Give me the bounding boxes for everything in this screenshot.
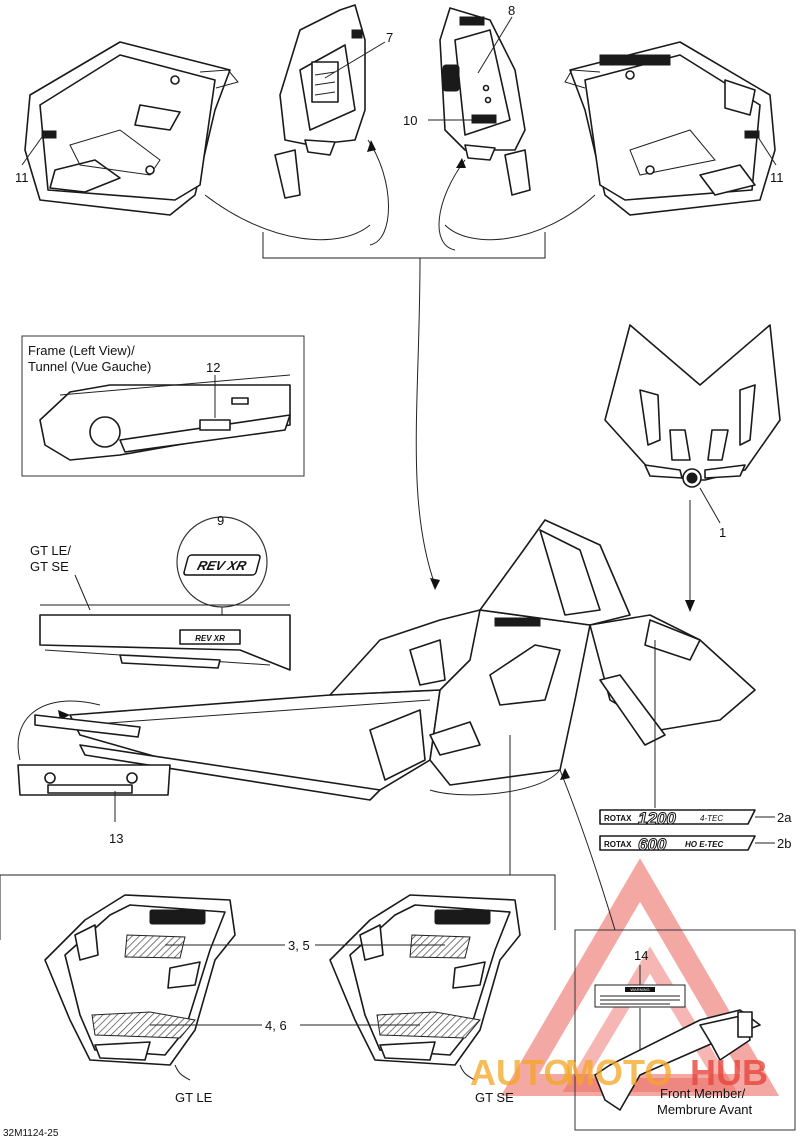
callout-4-6: 4, 6: [265, 1018, 287, 1033]
right-side-panel: [564, 41, 776, 216]
callout-9: 9: [217, 513, 224, 528]
rev-xr-decal-text: REV XR: [196, 558, 249, 573]
frame-left-view-box: Frame (Left View)/ Tunnel (Vue Gauche) 1…: [21, 335, 305, 477]
front-member-box: 14 WARNING: [574, 929, 796, 1131]
gt-se-side-panel: [329, 894, 521, 1066]
callout-8: 8: [508, 3, 515, 18]
left-inner-panel: [274, 4, 366, 199]
hood-panel: [604, 324, 781, 488]
rotax-1200-brand: ROTAX: [604, 814, 632, 823]
callout-13: 13: [109, 831, 123, 846]
watermark-logo: [500, 858, 780, 1096]
gt-se-caption: GT SE: [475, 1090, 514, 1105]
frame-caption-line1: Frame (Left View)/: [28, 343, 135, 358]
watermark-part2: MOTO: [565, 1052, 672, 1093]
engine-decal-600: ROTAX 600 HO E-TEC: [599, 835, 756, 855]
rotax-1200-number: 1200: [638, 809, 676, 828]
callout-12: 12: [206, 360, 220, 375]
watermark-part1: AUTO: [470, 1052, 571, 1093]
gt-le-se-caption-line2: GT SE: [30, 559, 69, 574]
front-member-caption-line1: Front Member/: [660, 1086, 746, 1101]
tunnel-strip-gt: GT LE/ GT SE REV XR: [30, 543, 291, 671]
warning-label-title: WARNING: [630, 987, 649, 992]
document-code: 32M1124-25: [3, 1128, 59, 1139]
rev-xr-detail-circle: 9 REV XR: [176, 513, 268, 630]
watermark-text: AUTO MOTO HUB: [470, 1052, 768, 1093]
callout-3-5: 3, 5: [288, 938, 310, 953]
rev-xr-tunnel-decal: REV XR: [195, 634, 225, 643]
gt-le-side-panel: [44, 894, 236, 1066]
callout-14: 14: [634, 948, 648, 963]
front-member-caption-line2: Membrure Avant: [657, 1102, 753, 1117]
right-inner-panel: [439, 7, 531, 196]
gt-le-caption: GT LE: [175, 1090, 213, 1105]
callout-2a: 2a: [777, 810, 792, 825]
frame-caption-line2: Tunnel (Vue Gauche): [28, 359, 151, 374]
callout-10: 10: [403, 113, 417, 128]
callout-1: 1: [719, 525, 726, 540]
engine-decal-1200: ROTAX 1200 4-TEC: [599, 809, 756, 829]
callout-11-right: 11: [770, 170, 784, 185]
callout-2b: 2b: [777, 836, 791, 851]
rotax-600-number: 600: [638, 835, 667, 854]
left-side-panel: [24, 41, 239, 216]
gt-le-se-caption-line1: GT LE/: [30, 543, 71, 558]
rotax-600-brand: ROTAX: [604, 840, 632, 849]
callout-11-left: 11: [15, 170, 29, 185]
snow-flap: [17, 714, 171, 796]
watermark-part3: HUB: [690, 1052, 768, 1093]
main-snowmobile: [17, 519, 756, 801]
rotax-600-suffix: HO E-TEC: [685, 840, 723, 849]
rotax-1200-suffix: 4-TEC: [700, 814, 723, 823]
callout-7: 7: [386, 30, 393, 45]
